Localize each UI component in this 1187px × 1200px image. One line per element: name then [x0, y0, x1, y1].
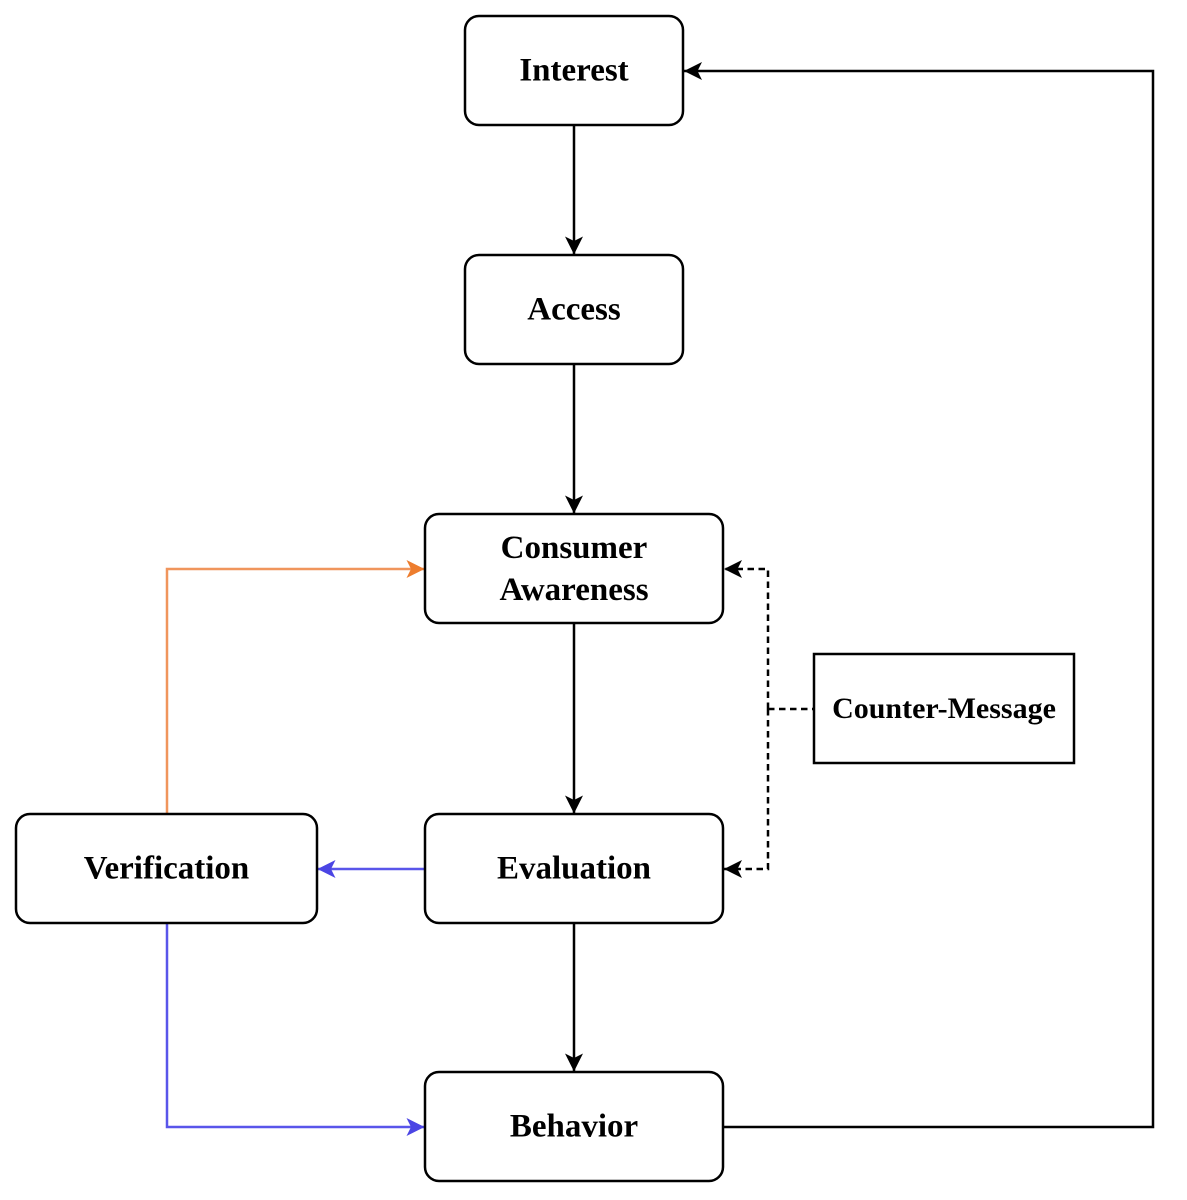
svg-text:Awareness: Awareness — [499, 572, 648, 608]
svg-text:Evaluation: Evaluation — [497, 851, 651, 887]
svg-text:Interest: Interest — [519, 53, 628, 89]
svg-text:Behavior: Behavior — [510, 1109, 638, 1145]
svg-text:Consumer: Consumer — [501, 530, 648, 566]
svg-text:Verification: Verification — [84, 851, 250, 887]
svg-text:Access: Access — [527, 292, 621, 328]
svg-text:Counter-Message: Counter-Message — [832, 692, 1056, 725]
